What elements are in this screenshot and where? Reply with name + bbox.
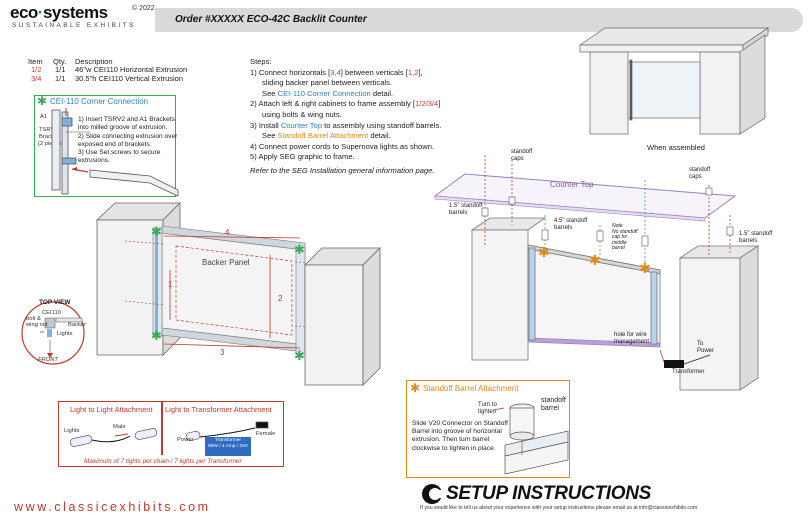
parts-header-qty: Qty. <box>53 57 67 66</box>
star-icon: ✱ ✱ ✱ ✱ <box>151 225 305 364</box>
star-icon: ✱ <box>37 94 48 108</box>
parts-row-item: 3/4 <box>31 74 42 83</box>
assembled-counter-thumbnail <box>578 27 770 135</box>
parts-row-desc: 30.5"h CEI110 Vertical Extrusion <box>75 74 183 83</box>
right-cabinet <box>304 247 381 386</box>
cei-steps: 1) Insert TSRV2 and A1 Brackets into mil… <box>78 116 178 166</box>
step-2-cont: using bolts & wing nuts. <box>262 109 342 119</box>
wing-nut-label: wing nut <box>26 322 48 328</box>
cei-corner-box <box>34 95 176 197</box>
light-to-light-title: Light to Light Attachment <box>70 405 153 414</box>
lower-assembly <box>470 217 760 391</box>
parts-header-item: Item <box>28 57 43 66</box>
logo-tagline: SUSTAINABLE EXHIBITS <box>12 22 136 29</box>
step-3: 3) Install Counter Top to assembly using… <box>250 120 442 130</box>
svg-text:✱: ✱ <box>294 243 305 258</box>
copyright: © 2022 <box>132 5 155 12</box>
standoff-barrel-box <box>406 380 570 478</box>
cei-title: CEI-110 Corner Connection <box>50 97 149 106</box>
a1-label: A1 <box>40 114 48 120</box>
steps-title: Steps: <box>250 57 272 66</box>
top-view-detail <box>21 301 85 365</box>
bolt-label: bolt & <box>26 316 41 322</box>
frame-label-1: 1 <box>168 280 173 289</box>
light-to-transformer-title: Light to Transformer Attachment <box>165 405 272 414</box>
attachment-footer: Maximum of 7 lights per chain / 7 lights… <box>84 458 242 465</box>
classic-exhibits-icon <box>422 484 445 504</box>
barrel-instructions: Slide V20 Connector on Standoff Barrel i… <box>412 420 508 452</box>
parts-row-qty: 1/1 <box>55 74 66 83</box>
step-5: 5) Apply SEG graphic to frame. <box>250 152 355 162</box>
lights-label: Lights <box>64 428 80 434</box>
light-chain-drawing <box>69 421 269 447</box>
male-label: Male <box>113 424 126 430</box>
top-view-title: TOP VIEW <box>39 299 71 306</box>
website-link[interactable]: www.classicexhibits.com <box>14 500 211 514</box>
backer-label: Backer <box>68 322 87 328</box>
female-label: Female <box>256 431 276 437</box>
step-1: 1) Connect horizontals [3,4] between ver… <box>250 67 423 77</box>
svg-text:✱: ✱ <box>639 261 651 277</box>
parts-row-desc: 46"w CEI110 Horizontal Extrusion <box>75 65 188 74</box>
attachment-box <box>58 401 284 467</box>
cei-bracket-drawing <box>51 108 179 197</box>
star-icon: ✱ <box>410 381 421 395</box>
barrel-marker <box>481 187 734 247</box>
svg-text:✱: ✱ <box>151 329 162 344</box>
step-1-cont: sliding backer panel between verticals. <box>262 78 393 88</box>
cei-step-1: 1) Insert TSRV2 and A1 Brackets into mil… <box>78 116 175 132</box>
power-label: Power <box>177 437 194 443</box>
bracket-label: Bracket <box>39 134 59 140</box>
frame-label-3: 3 <box>220 348 225 357</box>
page-title: Order #XXXXX ECO-42C Backlit Counter <box>175 14 367 25</box>
barrel-title: Standoff Barrel Attachment <box>423 384 519 393</box>
cei110-label: CEI110 <box>42 310 61 316</box>
step-2: 2) Attach left & right cabinets to frame… <box>250 99 441 109</box>
logo: eco·systems <box>10 3 108 22</box>
lights-label: Lights <box>57 331 73 337</box>
backer-panel-label: Backer Panel <box>202 258 250 267</box>
tsrv2-label: TSRV2 <box>39 127 58 133</box>
frame-label-2: 2 <box>278 294 283 303</box>
svg-text:✱: ✱ <box>151 225 162 240</box>
parts-row-qty: 1/1 <box>55 65 66 74</box>
svg-text:✱: ✱ <box>538 245 550 261</box>
counter-top-exploded <box>433 173 737 222</box>
feedback-line: If you would like to tell us about your … <box>420 505 698 511</box>
steps-note: Refer to the SEG Installation general in… <box>250 165 435 175</box>
counter-top-label: Counter Top <box>550 180 594 189</box>
when-assembled-label: When assembled <box>647 143 705 152</box>
parts-row-item: 1/2 <box>31 65 42 74</box>
barrel-detail-drawing <box>493 403 569 475</box>
steps-list: Steps: 1) Connect horizontals [3,4] betw… <box>250 57 490 177</box>
cei-step-2: 2) Slide connecting extrusion over expos… <box>78 132 178 148</box>
svg-text:✱: ✱ <box>294 349 305 364</box>
attachment-divider <box>161 401 163 455</box>
parts-header-desc: Description <box>75 57 113 66</box>
pieces-label: (2 pieces) <box>38 141 64 147</box>
frame-assembly <box>124 225 336 355</box>
star-icon: ✱ ✱ ✱ <box>538 245 651 277</box>
step-3-see: See Standoff Barrel Attachment detail. <box>262 131 391 141</box>
frame-label-4: 4 <box>225 228 230 237</box>
front-label: FRONT <box>38 357 58 363</box>
setup-instructions-title: SETUP INSTRUCTIONS <box>446 483 652 504</box>
svg-text:✱: ✱ <box>589 253 601 269</box>
step-1-see: See CEI-110 Corner Connection detail. <box>262 88 394 98</box>
transformer-label: Transformer <box>672 369 705 375</box>
cei-step-3: 3) Use Set screws to secure extrusions. <box>78 149 161 165</box>
step-4: 4) Connect power cords to Supernova ligh… <box>250 141 435 151</box>
